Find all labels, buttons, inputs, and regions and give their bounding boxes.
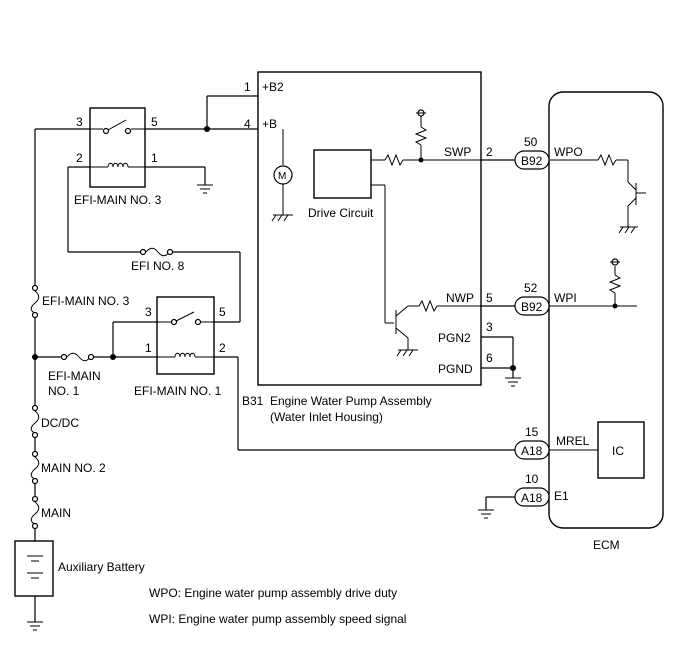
pump-pin-swp: SWP	[444, 145, 471, 159]
ecm-wpo-connector: B92	[521, 154, 543, 168]
relay3-coil-wire	[67, 166, 241, 323]
relay1-supply-wires	[32, 321, 157, 360]
legend: WPO: Engine water pump assembly drive du…	[149, 586, 406, 626]
signal-wires	[481, 159, 515, 307]
pump-pin-pgnd: PGND	[438, 362, 473, 376]
motor-icon: M	[278, 171, 286, 182]
legend-wpo: WPO: Engine water pump assembly drive du…	[149, 586, 397, 600]
pump-pin-6: 6	[486, 351, 493, 365]
fuse-efi-8-label: EFI NO. 8	[131, 259, 185, 273]
ecm-wpo-pin: 50	[524, 135, 538, 149]
ecm-e1-signal: E1	[554, 489, 569, 503]
relay3-to-pump-wires	[145, 95, 258, 132]
relay1-pin-2: 2	[219, 341, 226, 355]
relay3-ground	[145, 166, 213, 194]
fuse-main-2: MAIN NO. 2	[30, 450, 106, 485]
mrel-wire	[214, 356, 515, 451]
battery-label: Auxiliary Battery	[58, 560, 145, 574]
fuse-main-label: MAIN	[41, 506, 71, 520]
pump-pin-3: 3	[486, 320, 493, 334]
drive-circuit-label: Drive Circuit	[308, 206, 374, 220]
fuse-efi-main-1: EFI-MAIN NO. 1	[48, 352, 101, 398]
ecm-wpo-signal: WPO	[554, 145, 583, 159]
relay1-pin-3: 3	[145, 305, 152, 319]
ecm-e1-pin: 10	[525, 472, 539, 486]
fuse-main-2-label: MAIN NO. 2	[41, 461, 106, 475]
ecm-mrel-signal: MREL	[556, 434, 590, 448]
fuse-dcdc-label: DC/DC	[41, 416, 79, 430]
fuse-efi-main-1-label-1: EFI-MAIN	[48, 369, 101, 383]
pump-title-2: (Water Inlet Housing)	[270, 410, 383, 424]
relay3-label: EFI-MAIN NO. 3	[74, 193, 162, 207]
relay1-pin-1: 1	[145, 341, 152, 355]
ecm-mrel-connector: A18	[521, 444, 543, 458]
pump-connector-label: B31	[242, 394, 264, 408]
ecm-wpi-signal: WPI	[554, 291, 577, 305]
main-power-rail	[34, 128, 90, 541]
ecm-wpi-pin: 52	[524, 281, 538, 295]
pump-pin-b2: +B2	[262, 80, 284, 94]
ecm-mrel-pin: 15	[525, 425, 539, 439]
relay-efi-main-1: 3 5 1 2 EFI-MAIN NO. 1	[134, 296, 226, 398]
relay3-pin-3: 3	[76, 115, 83, 129]
ecm: ECM B92 50 WPO B92 52 WPI A18 15	[478, 91, 664, 552]
relay1-label: EFI-MAIN NO. 1	[134, 384, 222, 398]
ecm-wpi-connector: B92	[521, 300, 543, 314]
ecm-ic-label: IC	[612, 444, 624, 458]
auxiliary-battery: Auxiliary Battery	[14, 540, 145, 631]
fuse-efi-main-3: EFI-MAIN NO. 3	[30, 284, 130, 319]
fuse-efi-8: EFI NO. 8	[131, 247, 185, 273]
relay3-pin-5: 5	[151, 115, 158, 129]
relay3-pin-2: 2	[76, 151, 83, 165]
pump-pin-nwp: NWP	[446, 291, 474, 305]
relay1-pin-5: 5	[219, 305, 226, 319]
pump-pin-1: 1	[244, 80, 251, 94]
legend-wpi: WPI: Engine water pump assembly speed si…	[149, 612, 406, 626]
fuse-dcdc: DC/DC	[30, 404, 79, 439]
fuse-efi-main-3-label: EFI-MAIN NO. 3	[42, 294, 130, 308]
ecm-label: ECM	[593, 538, 620, 552]
ecm-e1-connector: A18	[521, 491, 543, 505]
pump-pin-pgn2: PGN2	[438, 331, 471, 345]
fuse-efi-main-1-label-2: NO. 1	[48, 384, 80, 398]
pump-pin-4: 4	[244, 117, 251, 131]
engine-water-pump-assembly: 1 +B2 4 +B M Drive Circuit SWP 2	[244, 71, 493, 386]
relay-efi-main-3: 3 5 2 1 EFI-MAIN NO. 3	[74, 107, 162, 207]
pump-pin-2: 2	[486, 145, 493, 159]
pump-pin-b: +B	[262, 117, 277, 131]
relay3-pin-1: 1	[151, 151, 158, 165]
pump-pin-5: 5	[486, 291, 493, 305]
pump-ground-wires	[481, 336, 521, 387]
pump-title-1: Engine Water Pump Assembly	[270, 394, 432, 408]
fuse-main: MAIN	[30, 495, 71, 530]
